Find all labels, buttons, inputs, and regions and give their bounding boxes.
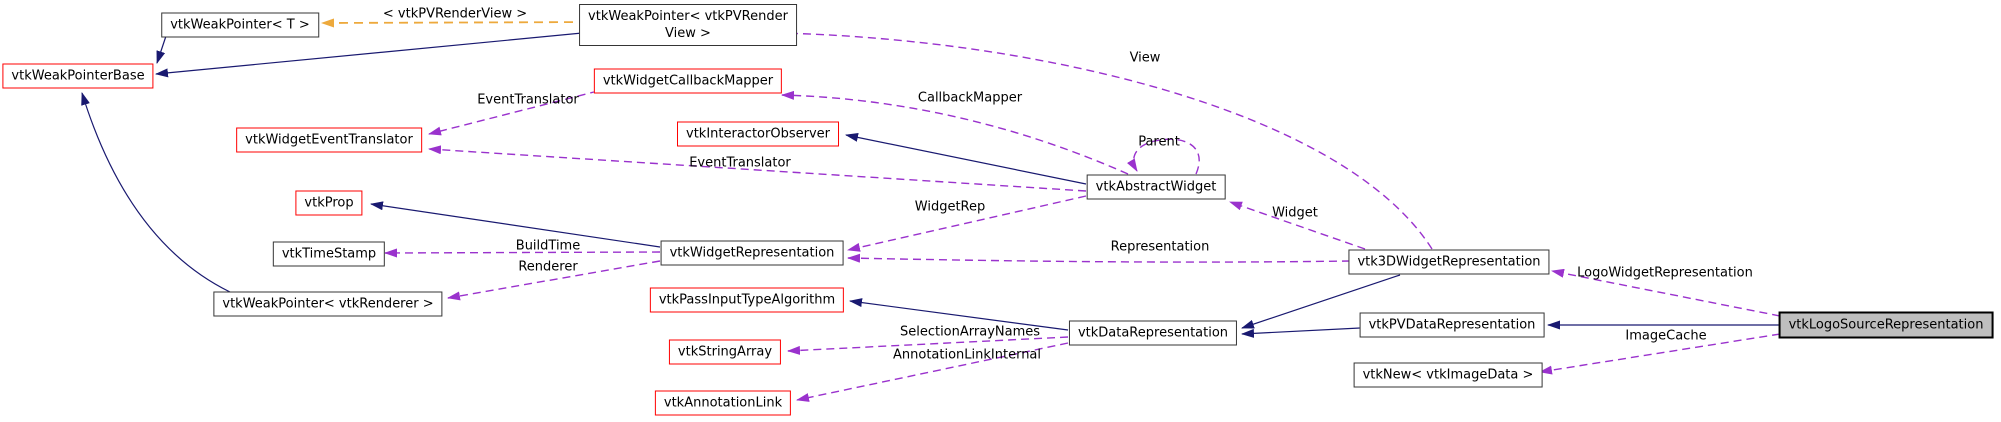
node-vtkDataRepresentation[interactable]: vtkDataRepresentation — [1068, 320, 1238, 346]
node-vtkTimeStamp[interactable]: vtkTimeStamp — [272, 241, 386, 267]
edge-label-EventTranslator: EventTranslator — [477, 92, 579, 108]
edge-dr-sa — [787, 336, 1069, 355]
edge-wrep-wpRen — [447, 260, 661, 301]
node-vtkAnnotationLink[interactable]: vtkAnnotationLink — [654, 390, 792, 416]
node-vtk3DWidgetRepresentation[interactable]: vtk3DWidgetRepresentation — [1348, 249, 1550, 275]
edge-label-WidgetRep: WidgetRep — [914, 199, 986, 215]
edge-w3d-wrep — [847, 253, 1351, 263]
node-vtkWidgetCallbackMapper[interactable]: vtkWidgetCallbackMapper — [593, 68, 783, 94]
edge-label-BuildTime: BuildTime — [515, 238, 581, 254]
edge-label-Widget: Widget — [1272, 205, 1318, 221]
edge-wrep-ts — [384, 248, 661, 258]
node-vtkAbstractWidget[interactable]: vtkAbstractWidget — [1086, 174, 1226, 200]
node-vtkPassInputTypeAlgorithm[interactable]: vtkPassInputTypeAlgorithm — [649, 287, 845, 313]
node-vtkWidgetRepresentation[interactable]: vtkWidgetRepresentation — [660, 240, 844, 266]
node-vtkWeakPointer-vtkPVRender-View[interactable]: vtkWeakPointer< vtkPVRender View > — [579, 4, 797, 46]
node-vtkPVDataRepresentation[interactable]: vtkPVDataRepresentation — [1359, 312, 1545, 338]
edge-dr-pita — [849, 298, 1069, 331]
edge-label-SelectionArrayNames: SelectionArrayNames — [899, 324, 1041, 340]
edge-w3d-wpPVRV — [776, 28, 1433, 250]
edge-label-Renderer: Renderer — [518, 259, 578, 275]
edge-label-Parent: Parent — [1138, 134, 1180, 150]
node-vtkLogoSourceRepresentation: vtkLogoSourceRepresentation — [1778, 311, 1994, 339]
edge-lsr-vnew — [1539, 333, 1781, 375]
node-vtkInteractorObserver[interactable]: vtkInteractorObserver — [677, 121, 839, 147]
edge-aw-wrep — [847, 195, 1087, 252]
edge-label-ImageCache: ImageCache — [1625, 328, 1707, 344]
edge-aw-wevt — [428, 145, 1087, 192]
node-vtkWidgetEventTranslator[interactable]: vtkWidgetEventTranslator — [236, 127, 422, 153]
edge-wpRen-wpBase — [81, 92, 231, 293]
edge-label-View: View — [1129, 50, 1161, 66]
node-vtkProp[interactable]: vtkProp — [295, 190, 363, 216]
edge-label-vtkPVRenderView: < vtkPVRenderView > — [382, 6, 528, 22]
node-vtkNew-vtkImageData[interactable]: vtkNew< vtkImageData > — [1353, 362, 1543, 388]
node-vtkWeakPointerBase[interactable]: vtkWeakPointerBase — [2, 63, 154, 89]
edge-aw-parent-loop — [1126, 138, 1200, 175]
node-vtkWeakPointer-T[interactable]: vtkWeakPointer< T > — [161, 12, 319, 38]
edge-label-Representation: Representation — [1110, 239, 1210, 255]
edge-wpPVRV-wpBase — [155, 30, 604, 78]
edge-aw-wiObs — [845, 132, 1087, 185]
edge-wrep-prop — [370, 201, 661, 248]
edge-label-CallbackMapper: CallbackMapper — [917, 90, 1023, 106]
edge-dr-al — [796, 342, 1069, 402]
edge-label-LogoWidgetRepresentation: LogoWidgetRepresentation — [1577, 265, 1753, 281]
edge-w3d-dr — [1241, 274, 1401, 329]
edge-w3d-aw — [1229, 201, 1366, 250]
edge-label-EventTranslator: EventTranslator — [689, 155, 791, 171]
edge-label-AnnotationLinkInternal: AnnotationLinkInternal — [892, 347, 1042, 363]
edge-wpPVRV-wpT — [321, 18, 604, 28]
node-vtkWeakPointer-vtkRenderer[interactable]: vtkWeakPointer< vtkRenderer > — [213, 291, 443, 317]
edge-wcbm-wevt — [428, 90, 599, 136]
edge-pvdr-dr — [1241, 327, 1361, 338]
node-vtkStringArray[interactable]: vtkStringArray — [668, 339, 782, 365]
